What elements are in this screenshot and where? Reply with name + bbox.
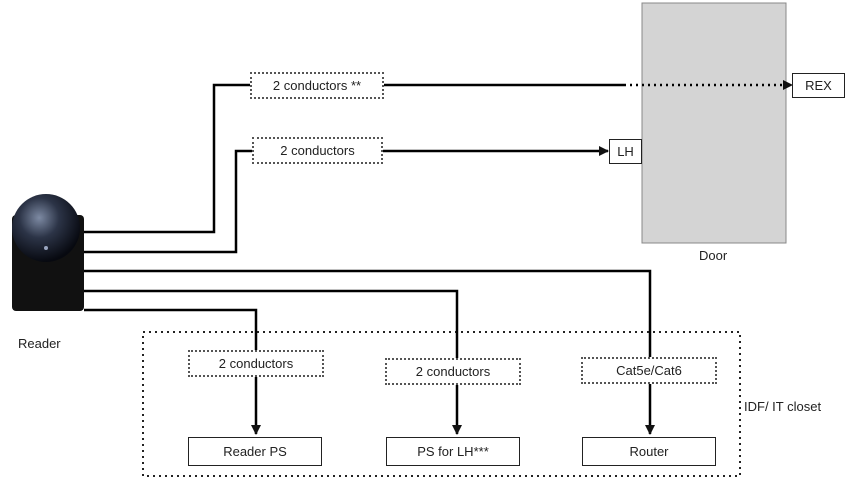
wire-router: [84, 269, 655, 435]
ps-lh-wire-text: 2 conductors: [415, 364, 491, 379]
reader-label: Reader: [18, 336, 61, 351]
idf-closet-label: IDF/ IT closet: [744, 399, 822, 414]
door-label: Door: [699, 248, 728, 263]
rex-text: REX: [805, 78, 832, 93]
rex-box: REX: [792, 73, 845, 98]
rex-wire-text: 2 conductors **: [272, 78, 362, 93]
lh-text: LH: [617, 144, 634, 159]
reader-device: [12, 194, 84, 311]
lh-wire-text: 2 conductors: [280, 143, 355, 158]
door-panel: [641, 2, 787, 244]
wire-ps-lh: [84, 289, 462, 435]
wire-lh: [84, 146, 609, 254]
reader-ps-wire-text: 2 conductors: [218, 356, 294, 371]
router-text: Router: [629, 444, 669, 459]
router-wire-label: Cat5e/Cat6: [581, 357, 717, 384]
rex-wire-label: 2 conductors **: [250, 72, 384, 99]
reader-ps-box: Reader PS: [188, 437, 322, 466]
ps-lh-box: PS for LH***: [386, 437, 520, 466]
ps-lh-text: PS for LH***: [417, 444, 489, 459]
reader-ps-text: Reader PS: [223, 444, 287, 459]
idf-closet-boundary: [142, 331, 741, 477]
lh-box: LH: [609, 139, 642, 164]
router-wire-text: Cat5e/Cat6: [616, 363, 682, 378]
lh-wire-label: 2 conductors: [252, 137, 383, 164]
ps-lh-wire-label: 2 conductors: [385, 358, 521, 385]
reader-ps-wire-label: 2 conductors: [188, 350, 324, 377]
wire-rex: [84, 80, 793, 234]
router-box: Router: [582, 437, 716, 466]
wire-reader-ps: [84, 308, 261, 435]
